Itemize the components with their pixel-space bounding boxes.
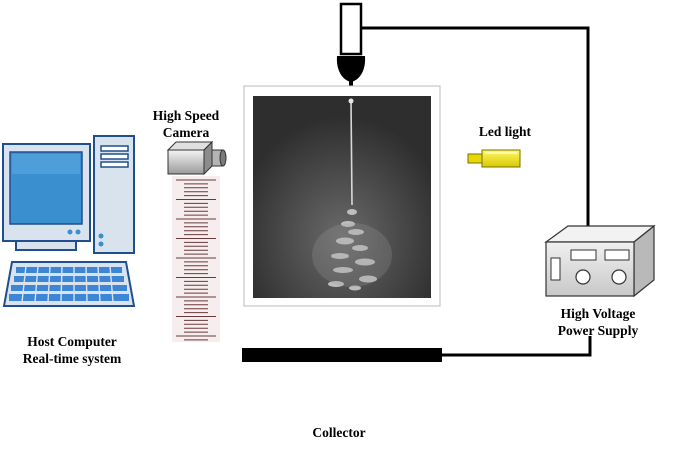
syringe-nozzle-icon (336, 2, 366, 86)
collector-plate (242, 348, 442, 362)
ruler-scale-icon (172, 176, 220, 342)
power-supply-label-line2: Power Supply (557, 323, 639, 338)
keyboard-icon (2, 261, 136, 307)
led-light-icon (467, 149, 521, 168)
host-computer-label: Host Computer Real-time system (2, 333, 142, 367)
power-supply-label: High Voltage Power Supply (542, 305, 654, 339)
desktop-computer-icon (2, 135, 135, 254)
high-voltage-wire (362, 26, 592, 357)
spray-image (243, 85, 441, 307)
led-light-label: Led light (468, 123, 542, 140)
host-computer-label-line1: Host Computer (27, 334, 117, 349)
camera-icon (166, 140, 227, 176)
power-supply-icon (544, 224, 656, 298)
power-supply-label-line1: High Voltage (560, 306, 636, 321)
led-light-label-text: Led light (478, 124, 532, 139)
camera-label: High Speed Camera (146, 107, 226, 141)
camera-label-line2: Camera (162, 125, 210, 140)
host-computer-label-line2: Real-time system (22, 351, 122, 366)
collector-label-text: Collector (312, 425, 366, 440)
camera-label-line1: High Speed (152, 108, 220, 123)
collector-label: Collector (294, 424, 384, 441)
